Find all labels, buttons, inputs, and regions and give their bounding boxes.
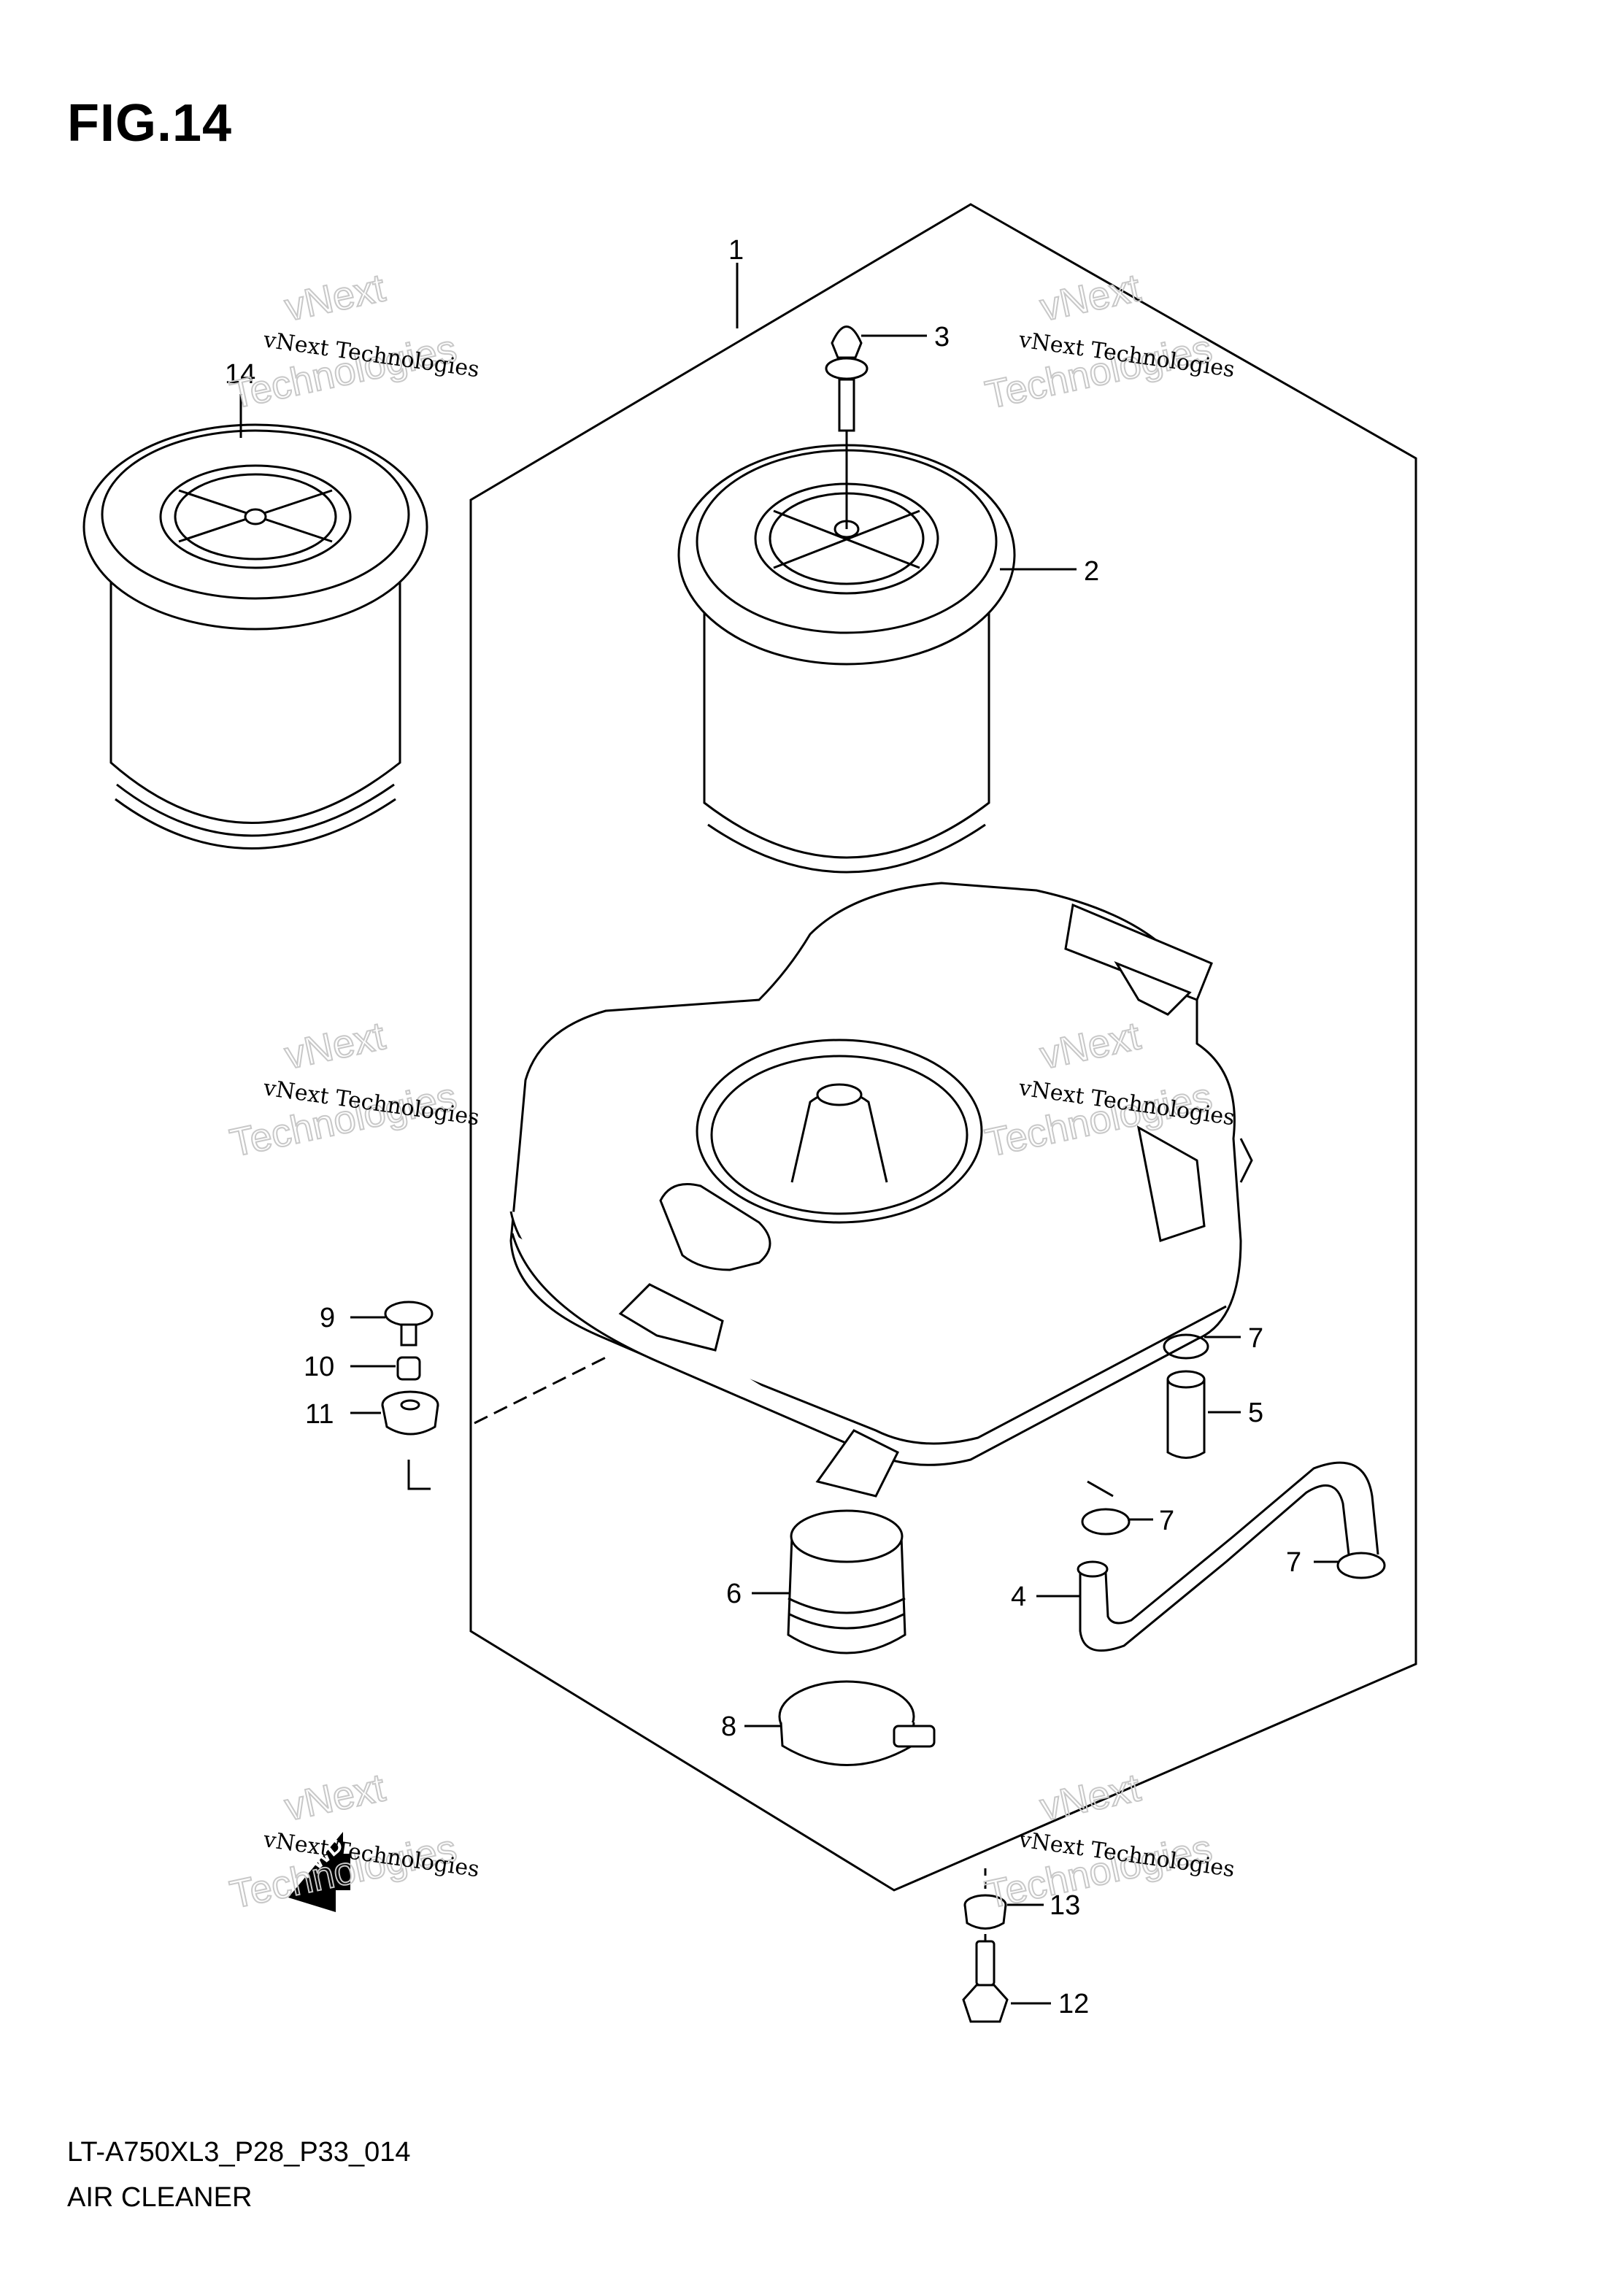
callout-labels: 1 2 3 4 5 6 7 7 7 8 9 10 11 12 13 14 bbox=[225, 235, 1301, 2019]
diagram-name: AIR CLEANER bbox=[67, 2182, 253, 2213]
svg-text:vNext: vNext bbox=[281, 1014, 389, 1077]
leader-lines bbox=[239, 263, 1339, 2005]
watermark: vNext Technologies vNext Technologies bbox=[981, 265, 1236, 417]
mounting-bolt bbox=[384, 1301, 434, 1347]
callout-6: 6 bbox=[726, 1579, 742, 1609]
callout-9: 9 bbox=[320, 1303, 335, 1333]
callout-7a: 7 bbox=[1248, 1323, 1263, 1354]
callout-11: 11 bbox=[305, 1399, 334, 1430]
main-air-filter bbox=[677, 444, 1016, 874]
figure-title: FIG.14 bbox=[67, 94, 233, 153]
callout-8: 8 bbox=[721, 1711, 736, 1742]
air-cleaner-case bbox=[509, 882, 1253, 1498]
callout-7c: 7 bbox=[1286, 1547, 1301, 1578]
svg-text:vNext: vNext bbox=[281, 1765, 389, 1829]
drain-cap bbox=[963, 1894, 1007, 1930]
watermark: vNext Technologies vNext Technologies bbox=[226, 1013, 481, 1166]
svg-text:vNext: vNext bbox=[1036, 266, 1144, 329]
callout-2: 2 bbox=[1084, 556, 1099, 587]
svg-text:vNext: vNext bbox=[281, 266, 389, 329]
callout-14: 14 bbox=[225, 359, 255, 390]
collar bbox=[396, 1356, 421, 1381]
intake-clamp bbox=[778, 1680, 936, 1766]
watermark: vNext Technologies vNext Technologies bbox=[981, 1765, 1236, 1917]
intake-joint bbox=[787, 1509, 906, 1654]
svg-text:vNext: vNext bbox=[1036, 1765, 1144, 1829]
callout-7b: 7 bbox=[1159, 1506, 1174, 1536]
callout-3: 3 bbox=[934, 322, 950, 353]
callout-10: 10 bbox=[304, 1352, 334, 1382]
short-hose bbox=[1166, 1370, 1206, 1459]
callout-4: 4 bbox=[1011, 1582, 1026, 1612]
callout-13: 13 bbox=[1050, 1890, 1080, 1921]
hose-clip bbox=[1081, 1333, 1386, 1579]
wing-bolt bbox=[825, 325, 869, 529]
drain-plug bbox=[962, 1940, 1009, 2023]
callout-12: 12 bbox=[1058, 1989, 1089, 2019]
assembly-outline bbox=[469, 203, 1417, 1892]
watermark: vNext Technologies vNext Technologies bbox=[226, 265, 481, 417]
watermarks: vNext Technologies vNext Technologies vN… bbox=[226, 265, 1236, 1917]
grommet bbox=[381, 1390, 439, 1436]
diagram-code: LT-A750XL3_P28_P33_014 bbox=[67, 2137, 411, 2168]
callout-1: 1 bbox=[728, 235, 744, 266]
spare-air-filter bbox=[82, 423, 428, 850]
watermark: vNext Technologies vNext Technologies bbox=[226, 1765, 481, 1917]
callout-5: 5 bbox=[1248, 1398, 1263, 1428]
breather-hose bbox=[1077, 1461, 1379, 1652]
